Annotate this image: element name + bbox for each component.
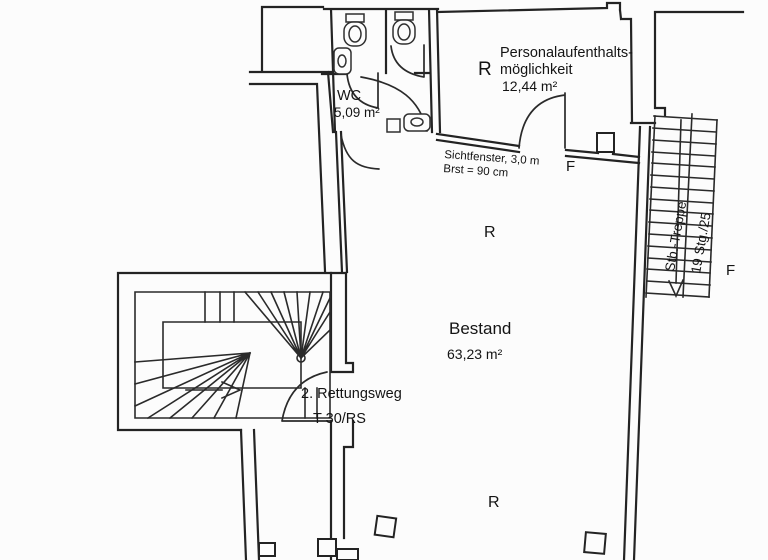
sink-icon [386, 113, 431, 133]
wall-stub [317, 538, 337, 557]
bestand-room-area: 63,23 m² [447, 346, 503, 362]
right-staircase [645, 113, 718, 298]
column [373, 514, 398, 539]
wall-post [596, 132, 615, 153]
wc-room-area: 5,09 m² [334, 105, 380, 120]
plan-labels: WC 5,09 m² Personalaufenthalts- möglichk… [301, 45, 735, 511]
toilet-icon [343, 13, 367, 47]
f-label: F [566, 158, 575, 175]
stair-direction-arrow [185, 380, 242, 400]
staff-room-label-2: möglichkeit [500, 62, 573, 78]
bestand-room-label: Bestand [449, 319, 511, 338]
staff-room-door-arc [518, 92, 566, 149]
wc-fixtures [333, 11, 431, 133]
columns [258, 132, 615, 560]
smoke-detector-label: R [484, 224, 496, 241]
wall-stub [258, 542, 276, 557]
left-staircase [133, 290, 332, 420]
toilet-icon [392, 11, 416, 45]
staff-room-label-1: Personalaufenthalts- [500, 45, 633, 61]
column [583, 531, 607, 555]
smoke-detector-label: R [478, 59, 492, 80]
window-label-2: Brst = 90 cm [443, 163, 509, 179]
escape-route-label-2: T 30/RS [313, 411, 366, 427]
wc-stall-door-arc [346, 72, 379, 109]
wall-stub [336, 548, 359, 560]
smoke-detector-label: R [488, 494, 500, 511]
escape-route-label-1: 2. Rettungsweg [301, 386, 402, 402]
f-label: F [726, 262, 735, 279]
wc-entrance-door-arc [340, 134, 380, 170]
sink-icon [333, 47, 352, 75]
stair-pivot-point [296, 353, 306, 363]
wc-room-label: WC [337, 88, 361, 104]
wc-stall2-door-arc [390, 44, 425, 78]
stair-down-arrow [667, 119, 685, 298]
exterior-walls [116, 1, 745, 560]
staff-room-area: 12,44 m² [502, 78, 558, 94]
